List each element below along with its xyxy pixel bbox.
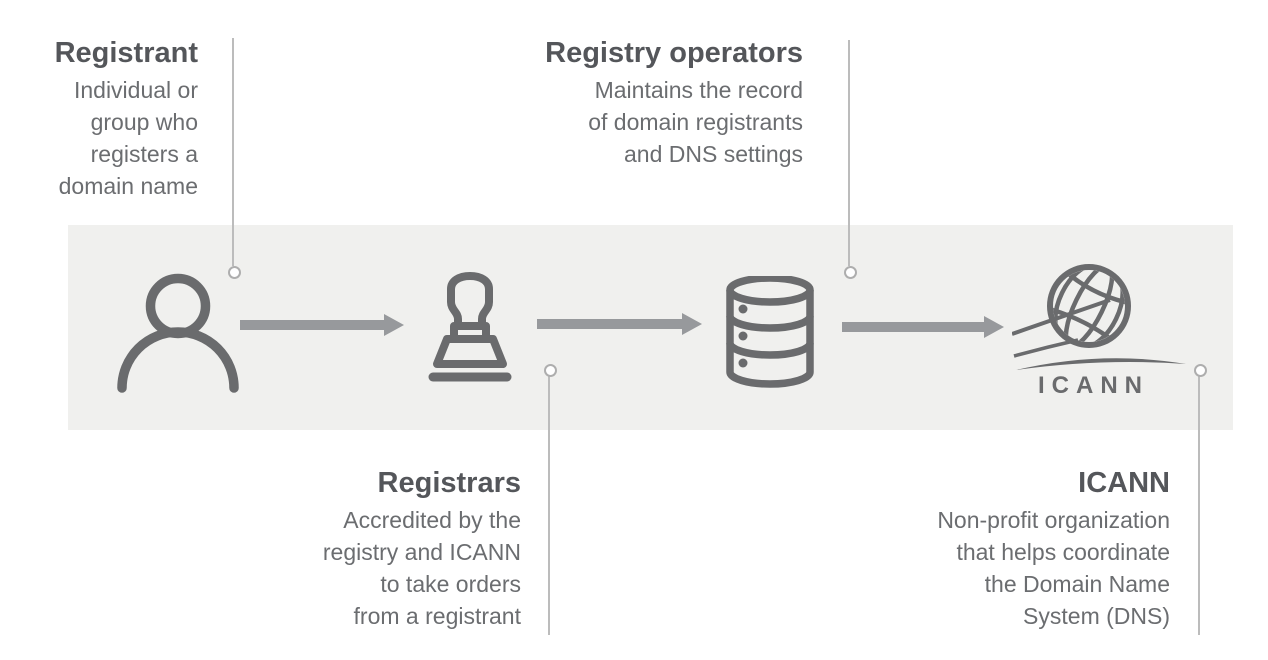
callout-dot-registrant [228, 266, 241, 279]
registrars-desc-line: registry and ICANN [322, 539, 521, 565]
label-registrant: Registrant Individual or group who regis… [0, 36, 198, 202]
callout-line-registry-operators [848, 40, 850, 266]
registry-operators-desc-line: Maintains the record [594, 77, 803, 103]
registrant-desc-line: registers a [90, 141, 198, 167]
label-registry-operators: Registry operators Maintains the record … [463, 36, 803, 170]
registrant-desc-line: domain name [58, 173, 198, 199]
icann-wordmark: ICANN [1038, 372, 1149, 399]
icann-desc-line: System (DNS) [1023, 603, 1170, 629]
stamp-icon [428, 272, 512, 382]
person-icon [117, 273, 239, 393]
icann-desc-line: the Domain Name [984, 571, 1170, 597]
registry-operators-desc-line: of domain registrants [588, 109, 803, 135]
icann-desc-line: Non-profit organization [937, 507, 1170, 533]
registrars-desc-line: Accredited by the [343, 507, 521, 533]
callout-line-registrars [548, 376, 550, 635]
icann-desc-line: that helps coordinate [956, 539, 1170, 565]
callout-line-icann [1198, 376, 1200, 635]
callout-dot-registrars [544, 364, 557, 377]
registrant-desc-line: Individual or [73, 77, 198, 103]
registrars-desc-line: from a registrant [353, 603, 521, 629]
registrant-title: Registrant [54, 37, 198, 69]
registry-operators-title: Registry operators [545, 37, 803, 69]
icann-title: ICANN [1078, 467, 1170, 499]
flow-arrow-1 [240, 314, 404, 336]
database-icon [726, 276, 814, 388]
label-icann: ICANN Non-profit organization that helps… [830, 466, 1170, 632]
callout-dot-registry-operators [844, 266, 857, 279]
flow-arrow-2 [537, 313, 702, 335]
icann-globe-logo [1012, 264, 1186, 370]
registrant-desc-line: group who [90, 109, 198, 135]
callout-dot-icann [1194, 364, 1207, 377]
registrars-desc-line: to take orders [380, 571, 521, 597]
flow-arrow-3 [842, 316, 1004, 338]
registrars-title: Registrars [377, 467, 521, 499]
registry-operators-desc-line: and DNS settings [624, 141, 803, 167]
label-registrars: Registrars Accredited by the registry an… [181, 466, 521, 632]
callout-line-registrant [232, 38, 234, 266]
